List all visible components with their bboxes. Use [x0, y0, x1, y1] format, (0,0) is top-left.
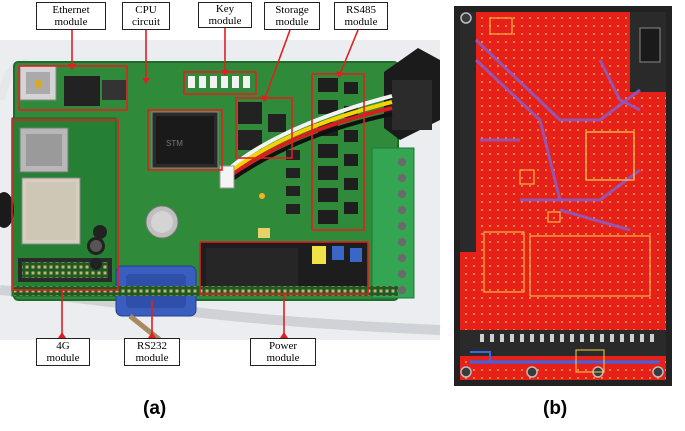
label-line: RS232: [137, 340, 167, 352]
label-line: RS485: [346, 4, 376, 16]
label-line: Key: [215, 3, 235, 15]
label-cpu-circuit: CPU circuit: [122, 2, 170, 30]
caption-a: (a): [143, 398, 167, 419]
label-key-module: Key module: [198, 2, 252, 28]
pcb-layout-render: [454, 6, 672, 386]
label-rs232-module: RS232 module: [124, 338, 180, 366]
label-ethernet-module: Ethernet module: [36, 2, 106, 30]
pcb-photo: STM: [0, 40, 441, 342]
label-line: module: [344, 16, 378, 28]
label-line: module: [135, 352, 169, 364]
label-line: module: [275, 16, 309, 28]
caption-b: (b): [543, 398, 568, 419]
label-line: Ethernet: [52, 4, 90, 16]
label-line: circuit: [131, 16, 161, 28]
label-line: CPU: [135, 4, 157, 16]
label-line: module: [266, 352, 300, 364]
label-line: Storage: [275, 4, 309, 16]
label-storage-module: Storage module: [264, 2, 320, 30]
label-rs485-module: RS485 module: [334, 2, 388, 30]
label-line: module: [54, 16, 88, 28]
svg-text:STM: STM: [166, 139, 183, 148]
label-4g-module: 4G module: [36, 338, 90, 366]
annotation-arrowheads: [58, 64, 344, 338]
label-line: module: [208, 15, 242, 27]
label-line: 4G: [56, 340, 70, 352]
label-line: Power: [268, 340, 298, 352]
label-power-module: Power module: [250, 338, 316, 366]
label-line: module: [46, 352, 80, 364]
